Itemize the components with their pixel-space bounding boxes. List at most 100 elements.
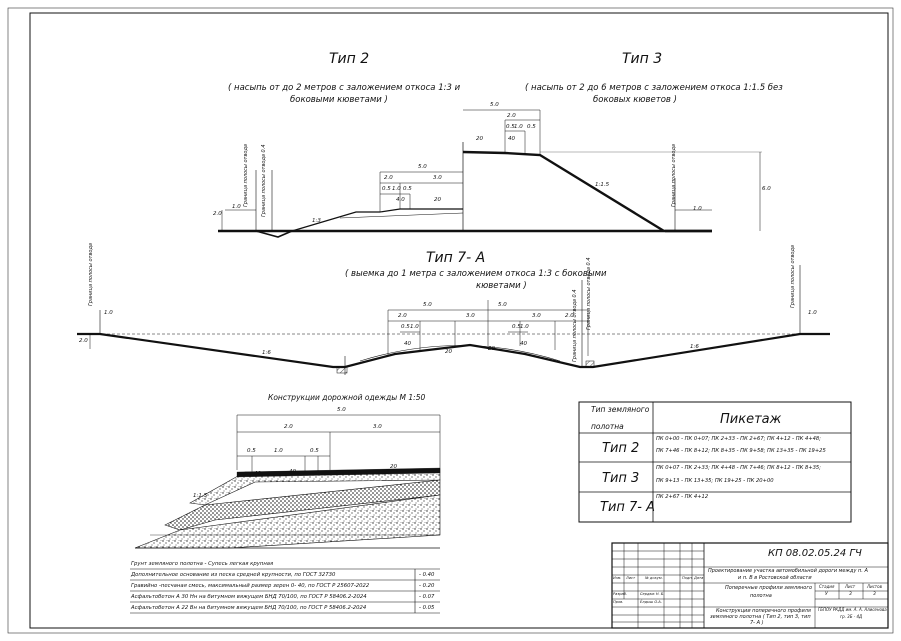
stamp-stage-v3: 3 (873, 592, 876, 597)
stamp-col-doc: № докум. (645, 576, 663, 580)
pavement-dim-1: 1.0 (274, 448, 283, 454)
pavement-slope: 1:1.5 (193, 493, 208, 499)
type2-slope: 1:3 (312, 218, 321, 224)
type3-subtitle-2: боковых кюветов ) (593, 95, 677, 105)
type3-boundary-label: Граница полосы отвода (671, 144, 677, 207)
table-header-right: Пикетаж (720, 412, 782, 427)
pavement-slope-20: 20 (390, 464, 397, 470)
type7a-dim-05a: 0.5 (401, 324, 410, 330)
type2-subtitle-1: ( насыпь от до 2 метров с заложением отк… (228, 83, 461, 93)
stamp-drawing-title-3: 7- А ) (750, 620, 764, 626)
table-row-2-line1: ПК 0+07 - ПК 2+33; ПК 4+48 - ПК 7+46; ПК… (656, 465, 821, 471)
type3-dim-05: 0.5 (506, 124, 515, 130)
type2-dim-05: 0.5 (382, 186, 391, 192)
layer-2-value: - 0.20 (419, 583, 435, 589)
pavement-dim-05: 0.5 (247, 448, 256, 454)
table-row-3-line1: ПК 2+67 - ПК 4+12 (656, 494, 709, 500)
stamp-drawing-title-1: Конструкции поперечного профиля (716, 608, 811, 614)
type7a-dim-10a: 1.0 (410, 324, 419, 330)
stamp-sheet-title-1: Поперечные профили земляного (725, 585, 813, 591)
stamp-stage-v1: У (825, 592, 828, 597)
stamp-stage-h1: Стадия (819, 584, 835, 589)
type3-subtitle-1: ( насыпь от 2 до 6 метров с заложением о… (525, 83, 783, 93)
table-header-left-2: полотна (591, 422, 624, 431)
type7a-dim-5b: 5.0 (498, 302, 507, 308)
type7a-boundary-ditch-r2: Граница полосы отвода 0.4 (586, 257, 592, 330)
stamp-drawing-title-2: земляного полотна ( Тип 2, тип 3, тип (710, 614, 811, 620)
layer-1-value: - 0.40 (419, 572, 435, 578)
table-header-left-1: Тип земляного (591, 405, 650, 414)
table-row-3-type: Тип 7- А (600, 500, 656, 515)
stamp-role-1: Разраб. (613, 592, 628, 596)
stamp-role-2: Пров. (613, 600, 624, 604)
type7a-subtitle-1: ( выемка до 1 метра с заложением откоса … (345, 269, 607, 279)
type7a-dim-h: 2.0 (79, 338, 88, 344)
type7a-slope-right: 1:6 (690, 344, 699, 350)
stamp-name-2: Ёлдыш О.А. (640, 600, 662, 604)
pavement-slope-40a: 40 (254, 471, 261, 477)
title-block (611, 542, 889, 629)
type2-boundary-label-2: Граница полосы отвода 0.4 (261, 144, 267, 217)
type3-dim-5: 5.0 (490, 102, 499, 108)
type2-boundary-label: Граница полосы отвода (243, 144, 249, 207)
stamp-org-2: гр. 3Б - 4Д (840, 614, 863, 619)
layer-4-value: - 0.05 (419, 605, 435, 611)
type2-slope-40: 4.0 (396, 197, 405, 203)
pavement-dim-3: 3.0 (373, 424, 382, 430)
pavement-section (130, 414, 441, 614)
type2-dim-2: 2.0 (384, 175, 393, 181)
type3-slope: 1:1.5 (595, 182, 610, 188)
type2-type3-profile (218, 109, 762, 238)
type2-title: Тип 2 (329, 51, 370, 67)
type7a-dim-10b: 1.0 (520, 324, 529, 330)
type7a-dim-5a: 5.0 (423, 302, 432, 308)
stamp-org-1: ГБПОУ РКДД им. А. А. Алисенова (818, 607, 887, 612)
type7a-slope-40a: 40 (404, 341, 411, 347)
stamp-project-1: Проектирование участка автомобильной дор… (708, 568, 868, 574)
type7a-boundary-left: Граница полосы отвода (88, 243, 94, 306)
pavement-dim-5: 5.0 (337, 407, 346, 413)
type2-dim-5: 5.0 (418, 164, 427, 170)
type7a-dim-3a: 3.0 (466, 313, 475, 319)
type7a-dim-2b: 2.0 (565, 313, 574, 319)
stamp-sheet-title-2: полотна (750, 593, 772, 599)
type2-dim-3: 3.0 (433, 175, 442, 181)
stamp-stage-h2: Лист (845, 584, 856, 589)
type7a-title: Тип 7- А (426, 250, 486, 266)
table-row-1-line1: ПК 0+00 - ПК 0+07; ПК 2+33 - ПК 2+67; ПК… (656, 436, 821, 442)
pavement-slope-40b: 40 (289, 469, 296, 475)
type3-dim-05b: 0.5 (527, 124, 536, 130)
type2-dim-1: 1.0 (392, 186, 401, 192)
table-row-1-line2: ПК 7+46 - ПК 8+12; ПК 8+35 - ПК 9+58; ПК… (656, 448, 826, 454)
type2-slope-20: 20 (434, 197, 441, 203)
stamp-code: КП 08.02.05.24 ГЧ (768, 548, 862, 559)
pavement-dim-2: 2.0 (284, 424, 293, 430)
pavement-dim-05b: 0.5 (310, 448, 319, 454)
type7a-dim-05b: 0.5 (512, 324, 521, 330)
type7a-subtitle-2: кюветами ) (476, 281, 527, 291)
stamp-col-date: Дата (694, 576, 704, 580)
type2-dim-h: 2.0 (213, 211, 222, 217)
type3-dim-h: 6.0 (762, 186, 771, 192)
type7a-dim-1b: 1.0 (808, 310, 817, 316)
soil-label: Грунт земляного полотна - Супесь легкая … (131, 561, 274, 567)
type7a-profile (77, 265, 830, 375)
layer-2-text: Гравийно -песчаная смесь, максимальный р… (131, 583, 370, 589)
picket-table (578, 401, 852, 523)
type2-subtitle-2: боковыми кюветами ) (290, 95, 388, 105)
outer-frame (7, 7, 894, 634)
table-row-1-type: Тип 2 (602, 441, 640, 456)
layer-1-text: Дополнительное основание из песка средне… (131, 572, 336, 578)
type7a-slope-20b: 20 (488, 346, 495, 352)
stamp-project-2: и п. В в Ростовской области (738, 575, 812, 581)
stamp-stage-h3: Листов (867, 584, 882, 589)
stamp-col-sign: Подп. (682, 576, 693, 580)
table-row-2-type: Тип 3 (602, 471, 640, 486)
type7a-dim-2a: 2.0 (398, 313, 407, 319)
type3-slope-40: 40 (508, 136, 515, 142)
type7a-slope-left: 1:6 (262, 350, 271, 356)
stamp-stage-v2: 3 (849, 592, 852, 597)
type3-dim-berm: 1.0 (693, 206, 702, 212)
type3-dim-1: 1.0 (514, 124, 523, 130)
